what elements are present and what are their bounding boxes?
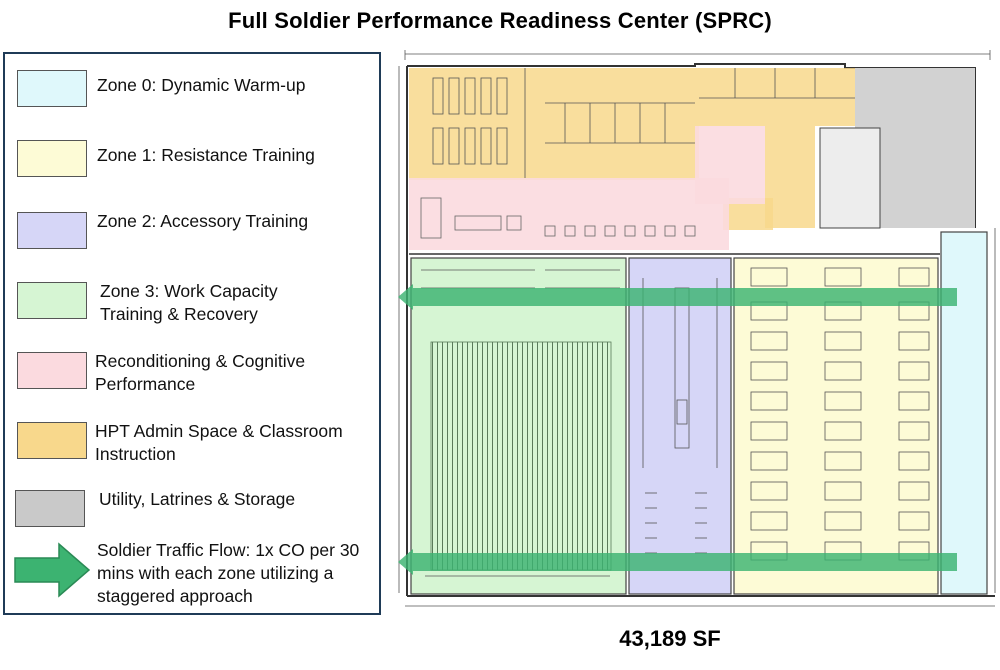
legend-label-zone-0: Zone 0: Dynamic Warm-up xyxy=(97,75,306,95)
traffic-flow-arrow-upper xyxy=(398,284,957,310)
zone-2-area xyxy=(628,257,732,595)
zone-0-area xyxy=(940,231,988,595)
zone-3-benches xyxy=(430,341,612,571)
legend-swatch-utility xyxy=(15,490,85,527)
legend-label-zone-3-line-1: Zone 3: Work Capacity xyxy=(100,281,278,301)
zone-hpt-admin-area xyxy=(409,68,855,230)
legend-label-reconditioning-line-2: Performance xyxy=(95,374,196,394)
reconditioning-furniture xyxy=(420,197,696,239)
legend-swatch-hpt-admin xyxy=(17,422,87,459)
legend-label-reconditioning: Reconditioning & Cognitive Performance xyxy=(95,350,305,396)
legend-swatch-zone-0 xyxy=(17,70,87,107)
legend-label-reconditioning-line-1: Reconditioning & Cognitive xyxy=(95,351,306,371)
legend-label-traffic-flow: Soldier Traffic Flow: 1x CO per 30 mins … xyxy=(97,539,359,608)
zone-1-racks xyxy=(750,267,930,561)
legend-label-utility: Utility, Latrines & Storage xyxy=(99,489,296,509)
traffic-flow-arrow-lower xyxy=(398,549,957,575)
legend-swatch-zone-1 xyxy=(17,140,87,177)
legend-swatch-zone-3 xyxy=(17,282,87,319)
floor-plan xyxy=(398,50,996,607)
legend-label-zone-2: Zone 2: Accessory Training xyxy=(97,211,309,231)
legend-label-zone-1: Zone 1: Resistance Training xyxy=(97,145,315,165)
legend-label-hpt-admin: HPT Admin Space & Classroom Instruction xyxy=(95,420,343,466)
diagram-title: Full Soldier Performance Readiness Cente… xyxy=(228,8,772,33)
legend-label-hpt-admin-line-2: Instruction xyxy=(95,444,176,464)
classroom-desks xyxy=(432,68,855,178)
legend: Zone 0: Dynamic Warm-up Zone 1: Resistan… xyxy=(3,52,381,615)
legend-label-hpt-admin-line-1: HPT Admin Space & Classroom xyxy=(95,421,343,441)
total-area-label: 43,189 SF xyxy=(619,626,721,651)
traffic-flow-arrows xyxy=(398,284,957,575)
zone-utility-stair xyxy=(819,127,881,229)
dimension-lines xyxy=(398,50,996,607)
legend-label-traffic-flow-line-1: Soldier Traffic Flow: 1x CO per 30 xyxy=(97,540,360,560)
legend-label-traffic-flow-line-2: mins with each zone utilizing a xyxy=(97,563,334,583)
traffic-flow-arrow-icon xyxy=(14,542,91,598)
legend-label-traffic-flow-line-3: staggered approach xyxy=(97,586,253,606)
legend-label-zone-3-line-2: Training & Recovery xyxy=(100,304,258,324)
legend-swatch-zone-2 xyxy=(17,212,87,249)
zone-reconditioning-area xyxy=(409,126,765,250)
zone-1-area xyxy=(733,257,939,595)
legend-label-zone-3: Zone 3: Work Capacity Training & Recover… xyxy=(100,280,278,326)
legend-swatch-reconditioning xyxy=(17,352,87,389)
zone-2-equipment xyxy=(642,278,718,554)
